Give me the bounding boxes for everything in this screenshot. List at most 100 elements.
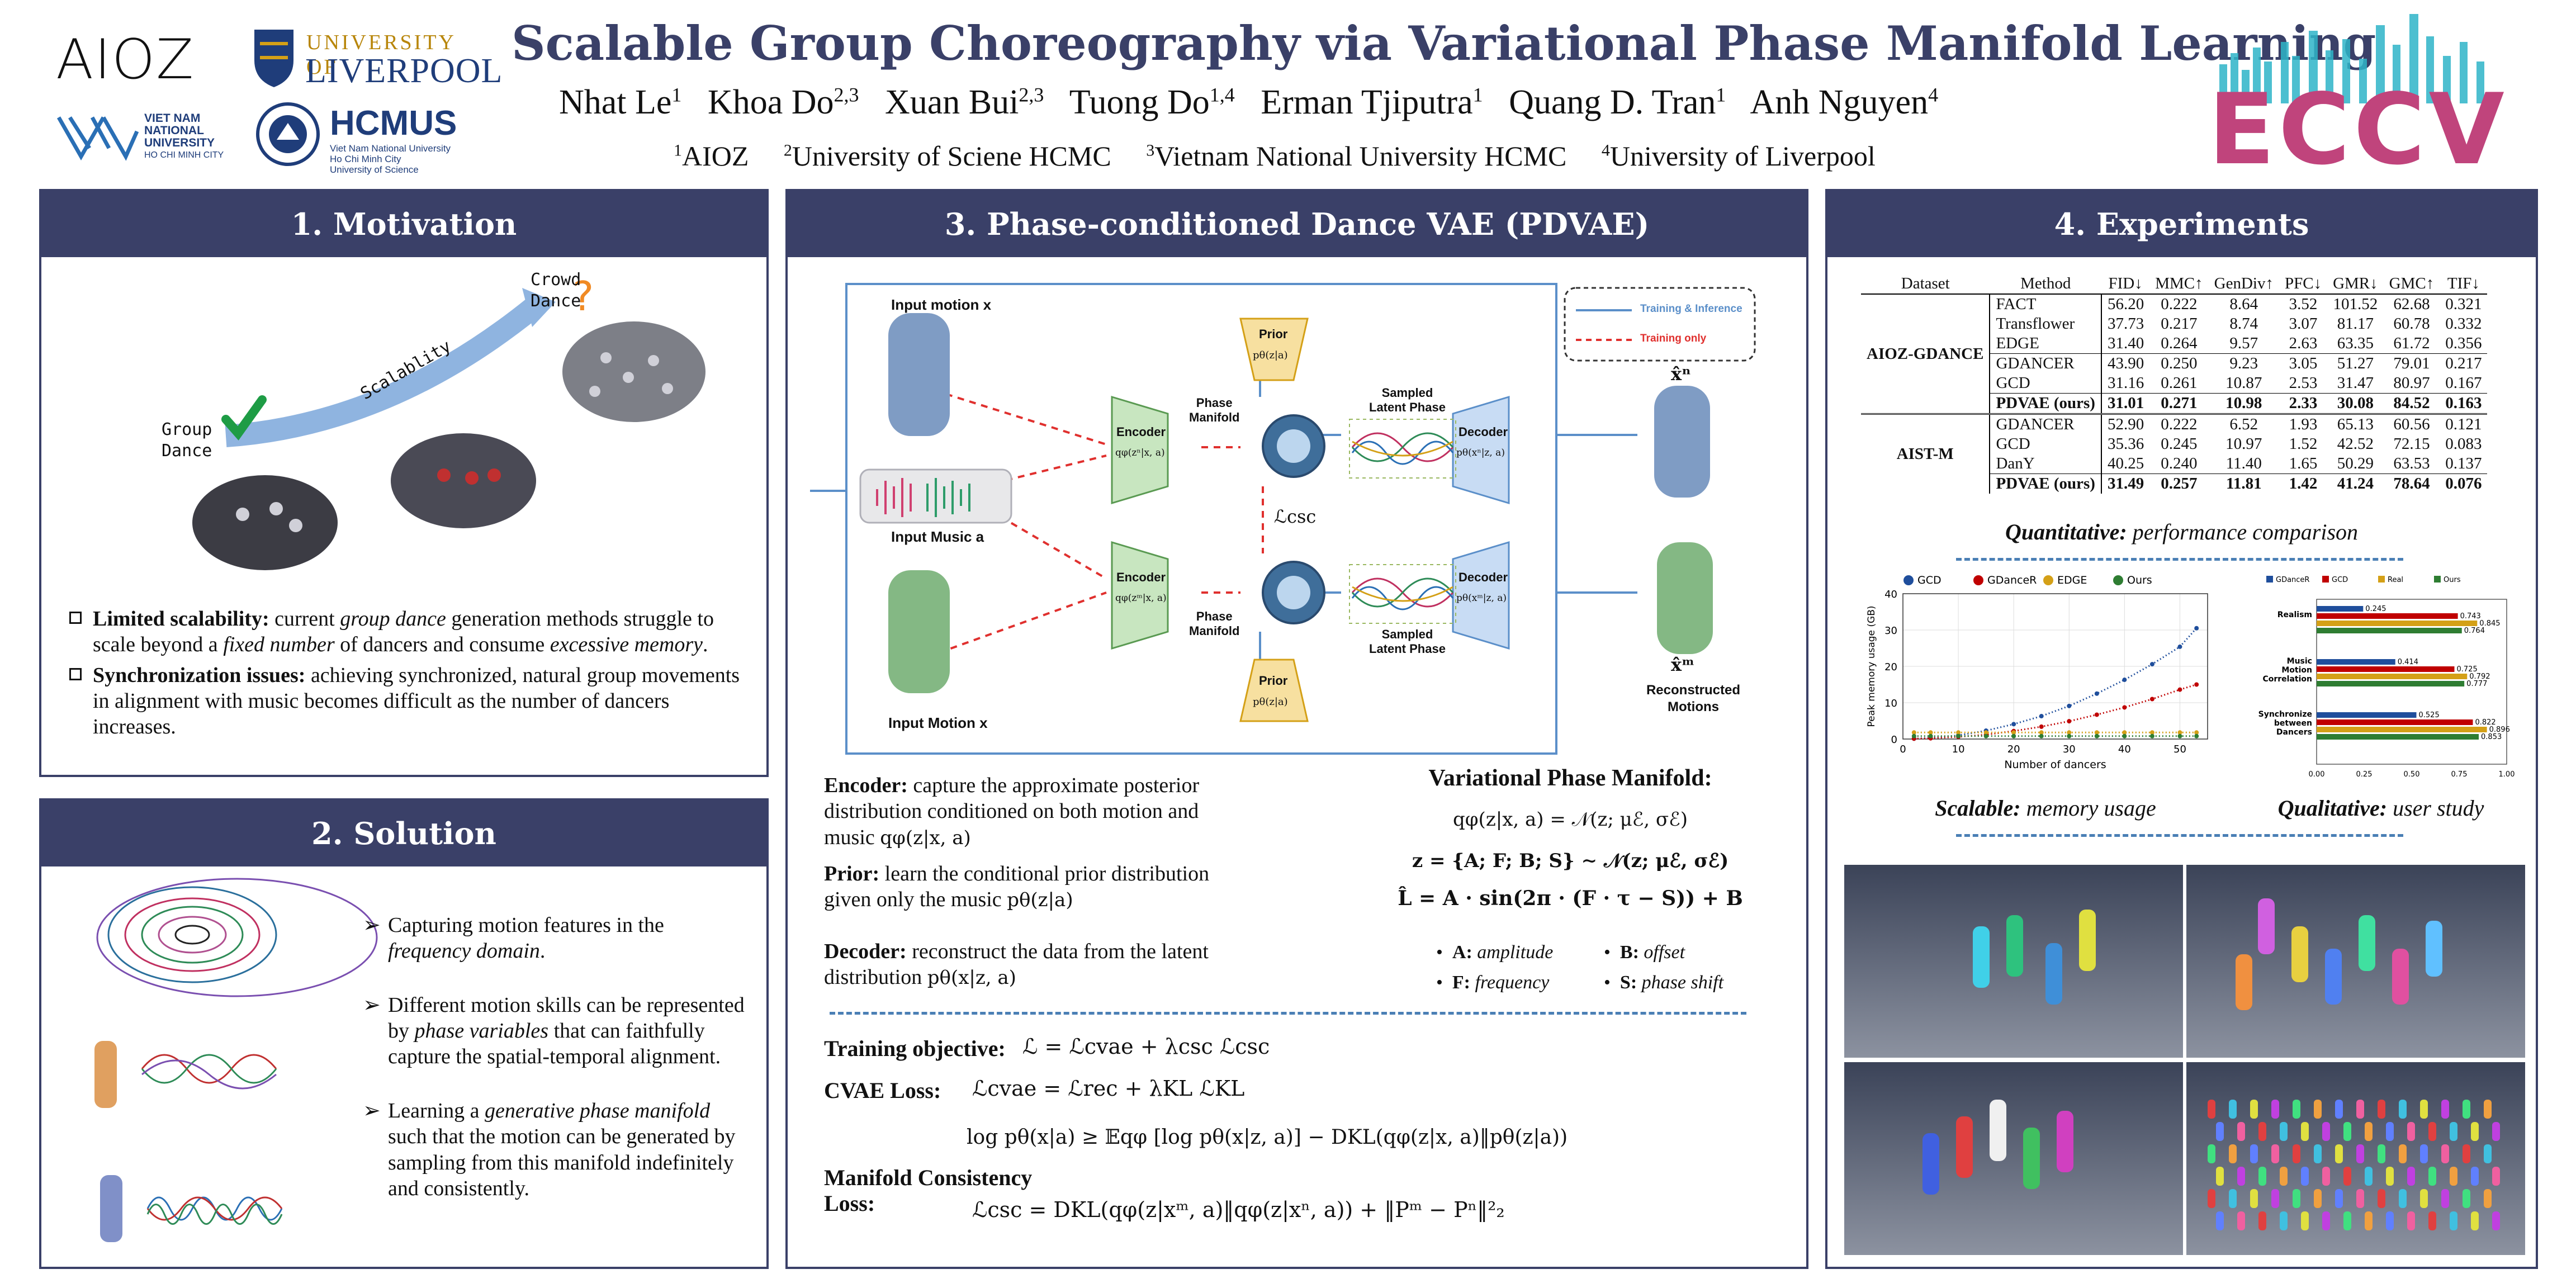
bullet-item: Synchronization issues: achieving synchr… [69, 662, 751, 740]
decoder-label-bottom: Decoder [1459, 570, 1508, 584]
metric-cell: 0.240 [2161, 454, 2198, 472]
metric-cell: 80.97 [2393, 374, 2430, 392]
crowd-dancer [2293, 1189, 2300, 1208]
category-label: Dancers [2276, 728, 2312, 737]
data-point [2122, 730, 2127, 735]
hcmus-sub-1: Viet Nam National University [330, 143, 451, 154]
y-axis-label: Peak memory usage (GB) [1866, 605, 1877, 727]
x-tick-label: 0 [1900, 744, 1906, 755]
legend-label: GDanceR [1987, 574, 2037, 586]
metric-cell: 0.321 [2445, 295, 2482, 313]
vpm-var: • B: offset [1604, 942, 1685, 963]
logo-eccv: ECCV [2208, 8, 2510, 179]
legend-marker [2378, 576, 2385, 583]
metric-cell: 3.52 [2289, 295, 2318, 313]
metric-cell: 41.24 [2327, 473, 2384, 494]
affiliation-list: 1AIOZ 2University of Sciene HCMC 3Vietna… [674, 140, 1876, 172]
bar [2317, 628, 2462, 633]
crowd-dancer [2484, 1189, 2492, 1208]
x-tick-label: 0.75 [2451, 770, 2468, 779]
crowd-dancer [2407, 1122, 2415, 1141]
crowd-dancer [2250, 1189, 2258, 1208]
author: Xuan Bui2,3 [885, 83, 1044, 121]
x-tick-label: 1.00 [2499, 770, 2515, 779]
crowd-dancer [2322, 1122, 2330, 1141]
data-point [2094, 712, 2099, 717]
crowd-dancer [2450, 1122, 2457, 1141]
crowd-dancer [2216, 1167, 2224, 1186]
input-motion-m-label: Input Motion x [888, 714, 988, 731]
metric-cell: 1.65 [2289, 454, 2318, 472]
bar [2317, 659, 2395, 665]
metric-cell: 61.72 [2393, 334, 2430, 352]
crowd-dancer [2492, 1211, 2500, 1230]
decoder-label-top: Decoder [1459, 425, 1508, 439]
data-point [2067, 703, 2072, 708]
dataset-cell: AIST-M [1861, 413, 1991, 494]
author: Nhat Le1 [559, 83, 682, 121]
metric-cell: 8.74 [2229, 315, 2258, 333]
method-cell: GCD [1990, 373, 2102, 394]
crowd-dancer [2399, 1100, 2407, 1119]
encoder-block-top [1111, 395, 1169, 505]
col-header: Method [1990, 274, 2101, 295]
legend-marker [2043, 575, 2053, 585]
metric-cell: 31.16 [2107, 374, 2144, 392]
metric-cell: 0.245 [2161, 435, 2198, 453]
data-point [2011, 733, 2016, 738]
metric-cell: 0.250 [2161, 354, 2198, 372]
data-point [1911, 733, 1916, 738]
crowd-dancer [2378, 1144, 2385, 1163]
crowd-dancer [2428, 1167, 2436, 1186]
crowd-dancer [2463, 1100, 2470, 1119]
group-dance-label-2: Dance [162, 441, 212, 461]
prior-block-top [1239, 318, 1309, 381]
crowd-dancer [2322, 1211, 2330, 1230]
crowd-dancer [2343, 1211, 2351, 1230]
legend-marker [2322, 576, 2329, 583]
x-tick-label: 0.25 [2356, 770, 2373, 779]
dataset-cell: AIOZ-GDANCE [1861, 294, 1991, 414]
data-point [2094, 733, 2099, 738]
crowd-dancer [2258, 1211, 2266, 1230]
y-tick-label: 10 [1884, 698, 1897, 709]
decoder-block-top [1452, 395, 1510, 505]
data-point [2094, 730, 2099, 735]
data-point [2149, 730, 2154, 735]
metric-cell: 2.33 [2279, 393, 2328, 414]
x-tick-label: 40 [2118, 744, 2131, 755]
crowd-dancer [2365, 1211, 2373, 1230]
legend-marker [1903, 575, 1914, 585]
category-label: between [2274, 719, 2312, 728]
metric-cell: 60.78 [2393, 315, 2430, 333]
col-header: GMR↓ [2327, 274, 2384, 295]
crowd-dancer [2271, 1100, 2279, 1119]
crowd-dancer [2492, 1122, 2500, 1141]
category-label: Synchronize [2258, 710, 2312, 719]
method-cell: GDANCER [1990, 353, 2102, 373]
metric-cell: 60.56 [2383, 413, 2440, 434]
metric-cell: 0.217 [2161, 315, 2198, 333]
arrow-bullet-icon: ➢ [363, 993, 381, 1017]
eccv-skyline-icon [2219, 14, 2484, 103]
x-tick-label: 30 [2063, 744, 2076, 755]
metric-cell: 0.271 [2149, 393, 2209, 414]
crowd-dancer [2301, 1122, 2309, 1141]
metric-cell: 81.17 [2337, 315, 2374, 333]
data-point [2067, 733, 2072, 738]
encoder-block-bottom [1111, 541, 1169, 650]
vpm-block: Variational Phase Manifold: qφ(z|x, a) =… [1347, 764, 1794, 910]
bar-value-label: 0.414 [2398, 658, 2418, 666]
caption-quantitative: Quantitative: performance comparison [2005, 519, 2359, 544]
crowd-dancer [2365, 1122, 2373, 1141]
logo-liverpool: UNIVERSITY OF LIVERPOOL [252, 27, 502, 94]
metric-cell: 0.137 [2445, 454, 2482, 472]
architecture-lines [810, 283, 1756, 755]
x-axis-label: Number of dancers [2004, 759, 2106, 771]
crowd-dancer [2250, 1144, 2258, 1163]
author: Erman Tjiputra1 [1261, 83, 1483, 121]
bar [2317, 674, 2468, 679]
metric-cell: 0.222 [2161, 295, 2198, 313]
metric-cell: 9.57 [2229, 334, 2258, 352]
